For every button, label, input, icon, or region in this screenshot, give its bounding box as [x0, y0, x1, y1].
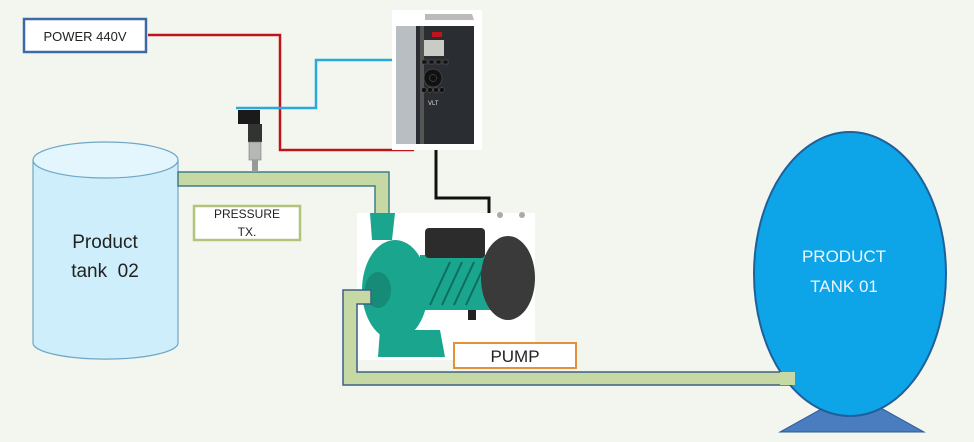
- signal-wire: [236, 58, 398, 110]
- vfd-logo: [432, 32, 442, 37]
- power-supply-box: POWER 440V: [22, 17, 148, 54]
- pump-label: PUMP: [490, 347, 539, 366]
- pressure-label-line2: TX.: [238, 225, 257, 239]
- power-label: POWER 440V: [43, 29, 126, 44]
- vfd-display: [424, 40, 444, 56]
- product-tank-02: Product tank 02: [32, 141, 179, 360]
- pressure-label-line1: PRESSURE: [214, 207, 280, 221]
- product-tank-01: PRODUCT TANK 01: [753, 131, 947, 433]
- tank01-label-line1: PRODUCT: [802, 247, 886, 266]
- vfd-keypad: [421, 59, 449, 93]
- pressure-tx-label-box: PRESSURE TX.: [192, 204, 302, 242]
- pressure-transmitter: [238, 110, 262, 172]
- vfd-brand: VLT: [428, 101, 439, 107]
- tank01-label-line2: TANK 01: [810, 277, 878, 296]
- centrifugal-pump: [357, 212, 535, 360]
- power-wire: [148, 33, 414, 152]
- tank02-label-line1: Product: [72, 232, 138, 253]
- vfd-drive: VLT: [392, 10, 482, 150]
- pump-label-box: PUMP: [453, 342, 577, 369]
- tank02-label-line2: tank 02: [71, 261, 139, 282]
